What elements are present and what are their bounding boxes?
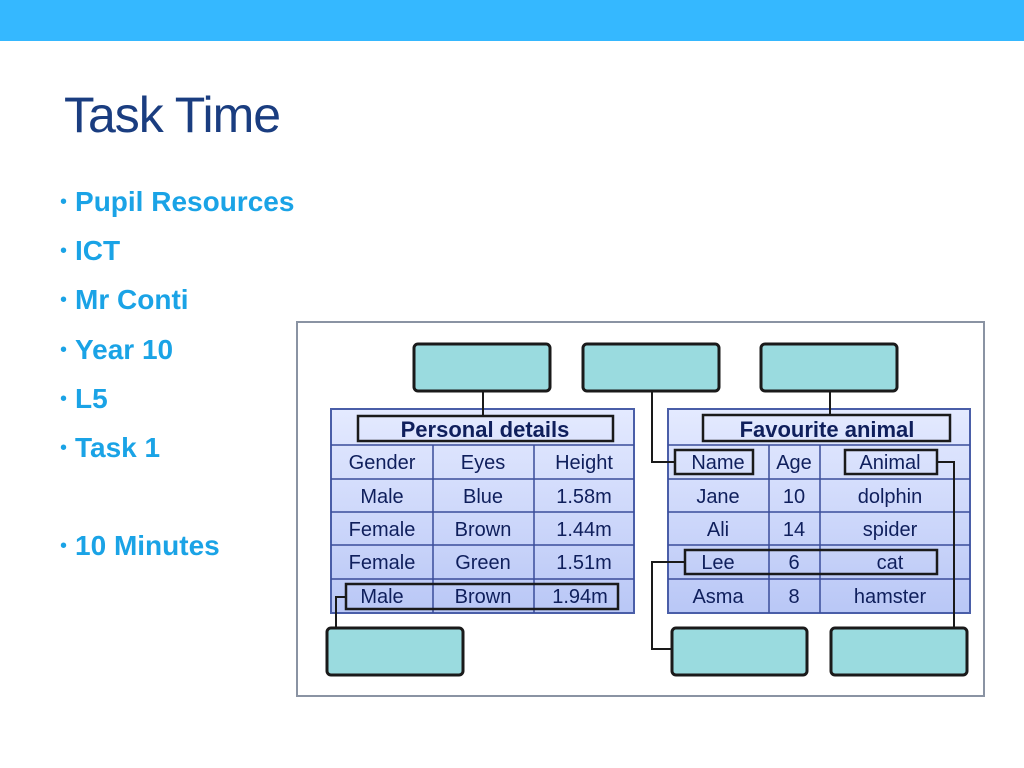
bullet-item: • Mr Conti bbox=[60, 284, 189, 316]
empty-label-box bbox=[759, 342, 899, 393]
empty-label-box bbox=[325, 626, 465, 677]
diagram-canvas: Personal details Gender Eyes Height Male… bbox=[325, 342, 971, 677]
right-table-cell: Lee bbox=[701, 552, 734, 574]
bullet-item: • Year 10 bbox=[60, 334, 173, 366]
connector-line bbox=[651, 391, 675, 463]
connector-line bbox=[335, 596, 346, 628]
bullet-icon: • bbox=[60, 289, 68, 311]
right-table-cell: dolphin bbox=[858, 486, 923, 508]
empty-label-box bbox=[581, 342, 721, 393]
bullet-text: Mr Conti bbox=[75, 284, 189, 315]
left-table-cell: Green bbox=[455, 552, 511, 574]
bullet-text: ICT bbox=[75, 235, 121, 266]
right-table-cell: 14 bbox=[783, 519, 805, 541]
left-table-cell: Female bbox=[349, 552, 416, 574]
bullet-item: • ICT bbox=[60, 235, 120, 267]
top-accent-bar bbox=[0, 0, 1024, 41]
right-table-cell: hamster bbox=[854, 586, 927, 608]
left-table-cell: 1.58m bbox=[556, 486, 612, 508]
right-table-cell: 6 bbox=[788, 552, 799, 574]
left-table-cell: Brown bbox=[455, 519, 512, 541]
bullet-item: • L5 bbox=[60, 383, 108, 415]
connector-line bbox=[651, 561, 685, 650]
empty-label-box bbox=[829, 626, 969, 677]
left-header-cell: Gender bbox=[349, 452, 416, 474]
right-table-cell: cat bbox=[877, 552, 904, 574]
bullet-icon: • bbox=[60, 437, 68, 459]
empty-label-box bbox=[670, 626, 809, 677]
bullet-icon: • bbox=[60, 191, 68, 213]
left-table-cell: 1.44m bbox=[556, 519, 612, 541]
slide-title: Task Time bbox=[64, 87, 281, 143]
right-table-cell: Jane bbox=[696, 486, 739, 508]
bullet-item: • Pupil Resources bbox=[60, 186, 294, 218]
bullet-item: • 10 Minutes bbox=[60, 530, 220, 562]
database-diagram: Personal details Gender Eyes Height Male… bbox=[296, 321, 985, 697]
right-header-cell: Name bbox=[691, 452, 744, 474]
right-table-cell: Ali bbox=[707, 519, 729, 541]
bullet-text: Year 10 bbox=[75, 334, 174, 365]
empty-label-box bbox=[412, 342, 552, 393]
left-table-cell: Female bbox=[349, 519, 416, 541]
bullet-icon: • bbox=[60, 240, 68, 262]
bullet-icon: • bbox=[60, 388, 68, 410]
bullet-text: Pupil Resources bbox=[75, 186, 295, 217]
left-header-cell: Eyes bbox=[461, 452, 505, 474]
right-header-cell: Animal bbox=[859, 452, 920, 474]
left-title-highlight bbox=[356, 414, 615, 443]
right-header-cell: Age bbox=[776, 452, 812, 474]
right-table-cell: Asma bbox=[692, 586, 744, 608]
left-table-cell: Male bbox=[360, 486, 403, 508]
left-table-cell: 1.51m bbox=[556, 552, 612, 574]
right-table-cell: spider bbox=[863, 519, 918, 541]
right-table-title: Favourite animal bbox=[740, 417, 915, 442]
connector-line bbox=[937, 461, 955, 628]
left-header-cell: Height bbox=[555, 452, 613, 474]
bullet-text: L5 bbox=[75, 383, 108, 414]
bullet-text: Task 1 bbox=[75, 432, 161, 463]
left-table-title: Personal details bbox=[401, 417, 570, 442]
right-table-cell: 10 bbox=[783, 486, 805, 508]
bullet-icon: • bbox=[60, 535, 68, 557]
left-table-cell: Brown bbox=[455, 586, 512, 608]
left-table-cell: Blue bbox=[463, 486, 503, 508]
right-title-highlight bbox=[701, 413, 952, 443]
bullet-text: 10 Minutes bbox=[75, 530, 220, 561]
bullet-item: • Task 1 bbox=[60, 432, 160, 464]
right-table-cell: 8 bbox=[788, 586, 799, 608]
left-table-cell: Male bbox=[360, 586, 403, 608]
left-table-cell: 1.94m bbox=[552, 586, 608, 608]
bullet-icon: • bbox=[60, 339, 68, 361]
